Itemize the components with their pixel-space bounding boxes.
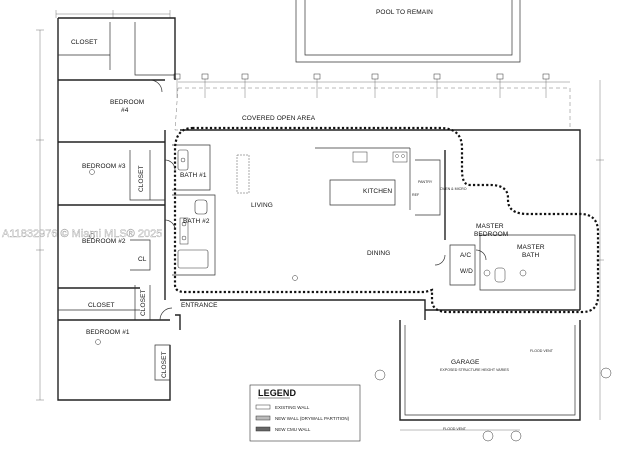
covered-area-outline — [174, 87, 571, 131]
bath-fixtures — [177, 149, 527, 283]
room-garage: GARAGE — [451, 359, 480, 366]
room-bedroom-4-title: BEDROOM — [110, 99, 144, 106]
room-kitchen: KITCHEN — [363, 188, 392, 195]
fireplace — [236, 154, 250, 194]
label-flood-vent-1: FLOOD VENT — [530, 349, 554, 353]
legend-item-drywall: NEW WALL (DRYWALL PARTITION) — [275, 416, 350, 421]
room-closet-b1: CLOSET — [161, 351, 168, 378]
room-master-bath-line2: BATH — [522, 252, 539, 259]
legend: LEGEND EXISTING WALL NEW WALL (DRYWALL P… — [249, 384, 361, 442]
column-markers — [173, 73, 550, 98]
room-closet-top: CLOSET — [71, 39, 98, 46]
label-pantry: PANTRY — [418, 180, 433, 184]
label-ref: REF — [412, 193, 420, 197]
legend-title: LEGEND — [258, 388, 297, 398]
room-master-bedroom-line1: MASTER — [476, 223, 504, 230]
mls-watermark: A11832976 © Miami MLS® 2025 — [2, 228, 162, 240]
room-dining: DINING — [367, 250, 390, 257]
legend-item-existing: EXISTING WALL — [275, 405, 310, 410]
legend-item-cmu: NEW CMU WALL — [275, 427, 311, 432]
ceiling-fan-icons — [89, 169, 612, 442]
pool-area: POOL TO REMAIN — [295, 0, 521, 63]
door-swings — [149, 79, 487, 321]
room-bedroom-2: BEDROOM #2 — [82, 238, 126, 245]
pool-label: POOL TO REMAIN — [376, 9, 433, 16]
room-bath-2: BATH #2 — [183, 218, 210, 225]
room-living: LIVING — [251, 202, 273, 209]
room-master-bedroom-line2: BEDROOM — [474, 231, 508, 238]
kitchen-fixtures — [352, 151, 408, 163]
label-flood-vent-2: FLOOD VENT — [443, 427, 467, 431]
room-master-bath-line1: MASTER — [517, 244, 545, 251]
garage-note: EXPOSED STRUCTURE HEIGHT VARIES — [440, 368, 510, 372]
room-entrance: ENTRANCE — [181, 302, 218, 309]
dimension-lines — [36, 10, 604, 431]
room-cl: CL — [138, 256, 147, 263]
room-closet-mid: CLOSET — [88, 302, 115, 309]
room-covered-area: COVERED OPEN AREA — [242, 115, 316, 122]
label-oven: OVEN & MICRO — [440, 187, 467, 191]
room-bedroom-1: BEDROOM #1 — [86, 329, 130, 336]
room-closet-vert: CLOSET — [140, 289, 147, 316]
remodel-boundary — [173, 126, 600, 314]
room-bedroom-4-number: #4 — [121, 107, 129, 114]
room-wd: W/D — [460, 268, 473, 275]
interior-walls — [58, 22, 580, 381]
room-bedroom-3: BEDROOM #3 — [82, 163, 126, 170]
room-bath-1: BATH #1 — [180, 172, 207, 179]
room-closet-b3: CLOSET — [138, 165, 145, 192]
room-ac: A/C — [460, 252, 471, 259]
